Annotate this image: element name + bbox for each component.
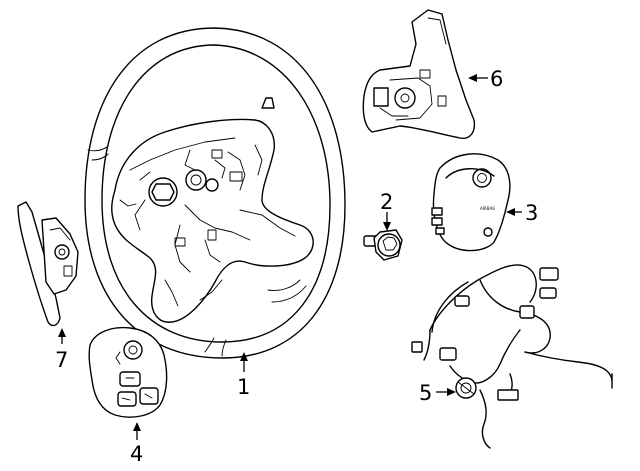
callout-2: 2 — [380, 190, 393, 231]
callout-5: 5 — [419, 381, 456, 405]
airbag-module: AIRBAG — [431, 153, 511, 252]
airbag-module-mark: AIRBAG — [480, 206, 495, 211]
callout-label-2: 2 — [380, 190, 393, 214]
bolt — [363, 229, 403, 261]
callout-label-7: 7 — [55, 348, 68, 372]
callout-4: 4 — [130, 422, 143, 466]
callout-7: 7 — [55, 328, 68, 372]
callout-label-5: 5 — [419, 381, 432, 405]
callout-6: 6 — [468, 67, 503, 91]
callout-label-1: 1 — [237, 375, 250, 399]
wiring-harness — [411, 264, 613, 449]
callout-3: 3 — [506, 201, 538, 225]
steering-wheel — [84, 27, 346, 359]
callout-label-3: 3 — [525, 201, 538, 225]
callout-label-6: 6 — [490, 67, 503, 91]
callout-label-4: 4 — [130, 442, 143, 466]
switch-panel — [88, 326, 168, 418]
paddle-shifter-left — [17, 201, 79, 327]
paddle-shifter-right — [362, 9, 476, 139]
callout-1: 1 — [237, 352, 250, 399]
